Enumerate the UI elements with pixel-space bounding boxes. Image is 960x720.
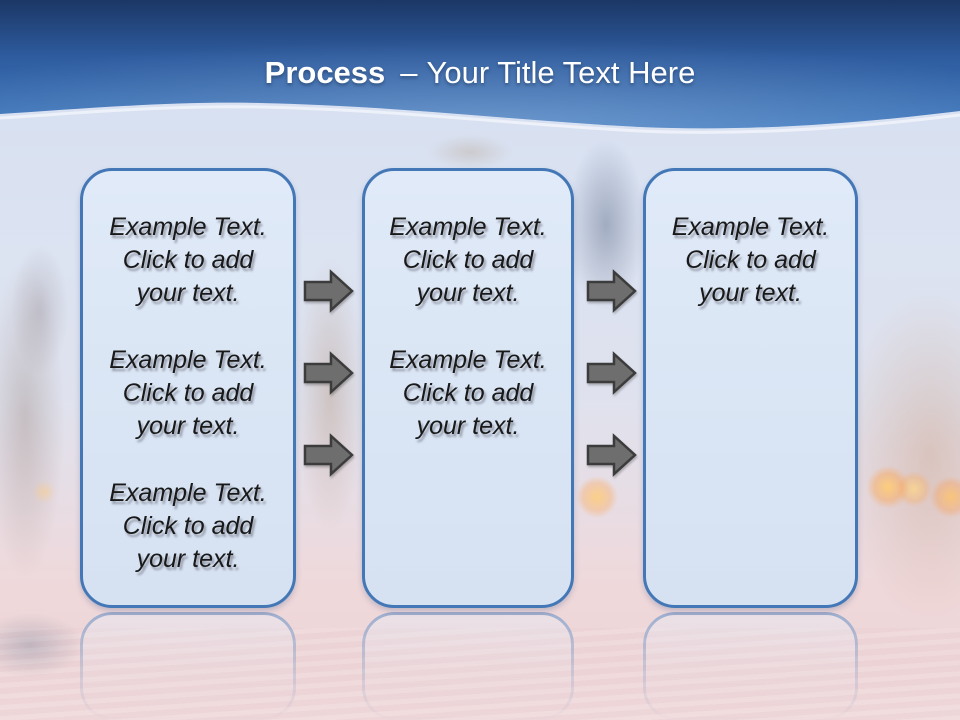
block-arrow-right-icon[interactable]: [586, 351, 638, 395]
text-line: Click to add: [402, 379, 534, 407]
process-box-3[interactable]: Example Text. Click to add your text.: [643, 168, 858, 608]
title-keyword: Process: [264, 55, 386, 90]
text-line: Click to add: [685, 246, 816, 274]
slide-title[interactable]: Process–Your Title Text Here: [0, 55, 960, 91]
text-line: Example Text.: [109, 479, 267, 507]
text-line: your text.: [136, 545, 240, 573]
text-paragraph[interactable]: Example Text. Click to add your text.: [91, 477, 285, 576]
text-line: Click to add: [122, 512, 254, 540]
text-paragraph[interactable]: Example Text. Click to add your text.: [91, 211, 285, 310]
block-arrow-right-icon[interactable]: [303, 351, 355, 395]
text-line: Click to add: [122, 379, 254, 407]
block-arrow-right-icon[interactable]: [303, 433, 355, 477]
box-reflection: [643, 612, 858, 720]
text-paragraph[interactable]: Example Text. Click to add your text.: [654, 211, 847, 310]
text-line: your text.: [136, 279, 240, 307]
process-box-1[interactable]: Example Text. Click to add your text. Ex…: [80, 168, 296, 608]
text-paragraph[interactable]: Example Text. Click to add your text.: [373, 211, 563, 310]
box-reflection: [80, 612, 296, 720]
text-line: Example Text.: [671, 213, 830, 241]
text-line: Example Text.: [109, 213, 267, 241]
text-line: your text.: [416, 279, 520, 307]
text-paragraph[interactable]: Example Text. Click to add your text.: [373, 344, 563, 443]
block-arrow-right-icon[interactable]: [303, 269, 355, 313]
title-separator: –: [400, 55, 418, 90]
text-line: Click to add: [402, 246, 534, 274]
text-line: your text.: [136, 412, 240, 440]
box-reflection: [362, 612, 574, 720]
text-paragraph[interactable]: Example Text. Click to add your text.: [91, 344, 285, 443]
text-line: your text.: [699, 279, 802, 307]
text-line: your text.: [416, 412, 520, 440]
text-line: Example Text.: [389, 213, 547, 241]
text-line: Example Text.: [109, 346, 267, 374]
text-line: Click to add: [122, 246, 254, 274]
block-arrow-right-icon[interactable]: [586, 433, 638, 477]
process-box-2[interactable]: Example Text. Click to add your text. Ex…: [362, 168, 574, 608]
block-arrow-right-icon[interactable]: [586, 269, 638, 313]
title-text: Your Title Text Here: [426, 55, 696, 90]
text-line: Example Text.: [389, 346, 547, 374]
header-wave-band: [0, 0, 960, 134]
